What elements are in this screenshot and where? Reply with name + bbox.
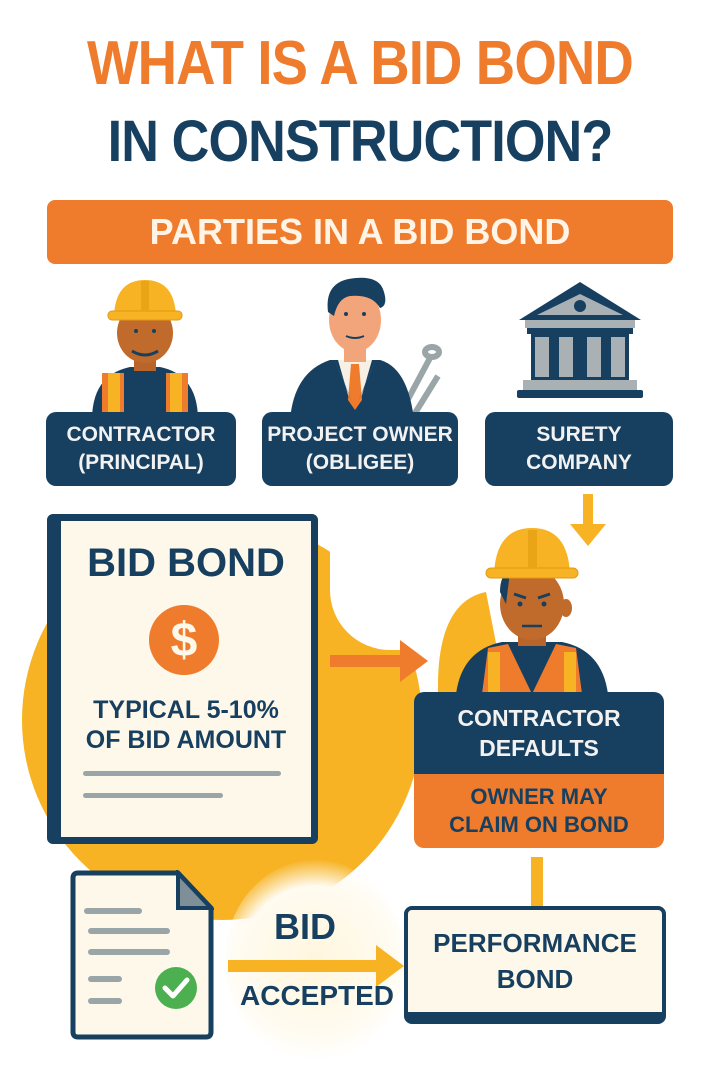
party-label-owner: PROJECT OWNER (OBLIGEE) <box>262 412 458 486</box>
arrow-right-icon <box>330 640 430 682</box>
background-mask <box>330 500 450 650</box>
parties-banner-label: PARTIES IN A BID BOND <box>149 211 571 252</box>
connector-line <box>531 857 543 909</box>
performance-bond-line1: PERFORMANCE <box>433 928 637 958</box>
bid-bond-percentage: TYPICAL 5-10% OF BID AMOUNT <box>61 695 311 755</box>
party-label-line2: (PRINCIPAL) <box>78 451 204 474</box>
party-label-contractor: CONTRACTOR (PRINCIPAL) <box>46 412 236 486</box>
performance-bond-box: PERFORMANCE BOND <box>404 906 666 1024</box>
bid-bond-percentage-line1: TYPICAL 5-10% <box>93 696 279 724</box>
party-label-line2: COMPANY <box>526 451 632 474</box>
defaults-result: OWNER MAY CLAIM ON BOND <box>414 774 664 848</box>
bid-bond-title: BID BOND <box>87 541 285 585</box>
party-label-surety: SURETY COMPANY <box>485 412 673 486</box>
worried-worker-icon <box>436 522 636 694</box>
text-line-decoration <box>83 771 281 776</box>
contractor-defaults-card: CONTRACTOR DEFAULTS OWNER MAY CLAIM ON B… <box>414 692 664 848</box>
bank-building-icon <box>515 282 645 402</box>
businessman-icon <box>280 272 450 420</box>
arrow-down-icon <box>570 494 606 550</box>
defaults-status-line2: DEFAULTS <box>479 735 599 761</box>
party-label-line1: PROJECT OWNER <box>267 423 453 446</box>
defaults-result-line2: CLAIM ON BOND <box>449 812 629 837</box>
party-label-line2: (OBLIGEE) <box>305 451 415 474</box>
bid-bond-percentage-line2: OF BID AMOUNT <box>85 726 287 754</box>
approved-document-icon <box>70 867 216 1040</box>
bid-bond-document: BID BOND $ TYPICAL 5-10% OF BID AMOUNT <box>47 514 318 844</box>
title-line-1: WHAT IS A BID BOND <box>87 29 634 98</box>
defaults-status-line1: CONTRACTOR <box>457 705 621 731</box>
performance-bond-line2: BOND <box>496 964 574 994</box>
bid-label: BID <box>274 906 336 947</box>
text-line-decoration <box>83 793 223 798</box>
defaults-result-line1: OWNER MAY <box>470 784 608 809</box>
accepted-label: ACCEPTED <box>240 980 395 1011</box>
party-label-line1: CONTRACTOR <box>66 423 216 446</box>
parties-banner: PARTIES IN A BID BOND <box>47 200 673 264</box>
party-label-line1: SURETY <box>536 423 622 446</box>
defaults-status: CONTRACTOR DEFAULTS <box>414 692 664 774</box>
construction-worker-icon <box>70 275 220 420</box>
dollar-icon: $ <box>149 605 219 675</box>
title-line-2: IN CONSTRUCTION? <box>107 109 614 174</box>
arrow-right-icon <box>228 945 406 987</box>
